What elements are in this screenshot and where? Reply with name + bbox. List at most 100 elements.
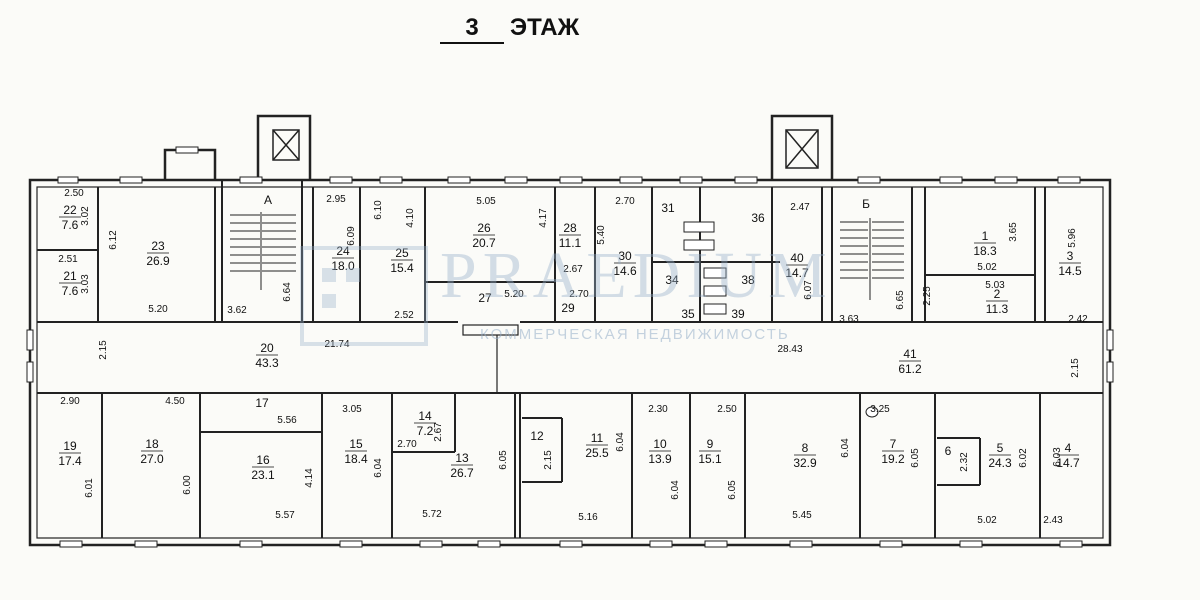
dimension-label: 2.30 <box>648 404 668 415</box>
room-6-number: 6 <box>945 444 952 458</box>
dimension-label: 6.05 <box>727 480 738 500</box>
room-20-area: 43.3 <box>255 356 279 370</box>
room-5-number: 5 <box>997 441 1004 455</box>
room-21-number: 21 <box>63 269 77 283</box>
room-30-number: 30 <box>618 249 632 263</box>
room-28-area: 11.1 <box>559 236 582 250</box>
room-18-area: 27.0 <box>140 452 164 466</box>
room-38-number: 38 <box>741 273 755 287</box>
room-27-number: 27 <box>478 291 492 305</box>
room-9-area: 15.1 <box>698 452 722 466</box>
dimension-label: 2.15 <box>1070 358 1081 378</box>
dimension-label: 2.42 <box>1068 314 1088 325</box>
dimension-label: 4.10 <box>405 208 416 228</box>
dimension-label: 2.52 <box>394 310 414 321</box>
dimension-label: 2.70 <box>615 196 635 207</box>
dimension-label: 6.03 <box>1052 447 1063 467</box>
room-41-area: 61.2 <box>898 362 922 376</box>
room-16-area: 23.1 <box>251 468 275 482</box>
dimension-label: 5.20 <box>148 304 168 315</box>
floor-number: 3 <box>440 14 504 44</box>
room-24-number: 24 <box>336 244 350 258</box>
dimension-label: 6.05 <box>498 450 509 470</box>
dimension-label: 6.10 <box>373 200 384 220</box>
room-8-number: 8 <box>802 441 809 455</box>
dimension-label: 4.17 <box>538 208 549 228</box>
room-28-number: 28 <box>563 221 577 235</box>
room-35-number: 35 <box>681 307 695 321</box>
room-14-area: 7.2 <box>417 424 434 438</box>
room-41-number: 41 <box>903 347 917 361</box>
dimension-label: 6.02 <box>1018 448 1029 468</box>
room-2-area: 11.3 <box>986 302 1009 316</box>
dimension-label: 5.96 <box>1067 228 1078 248</box>
dimension-label: 5.05 <box>476 196 496 207</box>
dimension-label: 2.15 <box>543 450 554 470</box>
dimension-label: 3.62 <box>227 305 247 316</box>
room-17-number: 17 <box>255 396 269 410</box>
dimension-label: 5.40 <box>596 225 607 245</box>
dimension-label: 6.07 <box>803 280 814 300</box>
room-19-number: 19 <box>63 439 77 453</box>
stair-a-label: А <box>264 193 272 207</box>
room-12-number: 12 <box>530 429 544 443</box>
dimension-label: 6.04 <box>670 480 681 500</box>
room-10-number: 10 <box>653 437 667 451</box>
dimension-label: 5.02 <box>977 262 997 273</box>
room-22-area: 7.6 <box>62 218 79 232</box>
dimension-label: 2.90 <box>60 396 80 407</box>
dimension-label: 5.16 <box>578 512 598 523</box>
dimension-label: 2.43 <box>1043 515 1063 526</box>
room-9-number: 9 <box>707 437 714 451</box>
room-18-number: 18 <box>145 437 159 451</box>
room-7-area: 19.2 <box>881 452 905 466</box>
dimension-label: 3.25 <box>870 404 890 415</box>
room-21-area: 7.6 <box>62 284 79 298</box>
room-34-number: 34 <box>665 273 679 287</box>
dimension-label: 6.09 <box>346 226 357 246</box>
room-40-area: 14.7 <box>785 266 809 280</box>
dimension-label: 3.63 <box>839 314 859 325</box>
dimension-label: 5.03 <box>985 280 1005 291</box>
dimension-label: 2.25 <box>922 286 933 306</box>
dimension-label: 3.02 <box>80 206 91 226</box>
room-1-area: 18.3 <box>973 244 997 258</box>
room-8-area: 32.9 <box>793 456 817 470</box>
room-29-number: 29 <box>561 301 575 315</box>
dimension-label: 3.03 <box>80 274 91 294</box>
stairs-b <box>840 218 904 300</box>
room-4-area: 14.7 <box>1056 456 1080 470</box>
dimension-label: 2.50 <box>717 404 737 415</box>
dimension-label: 2.50 <box>64 188 84 199</box>
dimension-label: 2.15 <box>98 340 109 360</box>
room-26-number: 26 <box>477 221 491 235</box>
floor-word: ЭТАЖ <box>510 14 580 41</box>
room-19-area: 17.4 <box>58 454 82 468</box>
room-40-number: 40 <box>790 251 804 265</box>
dimension-label: 28.43 <box>777 344 802 355</box>
room-7-number: 7 <box>890 437 897 451</box>
room-26-area: 20.7 <box>472 236 496 250</box>
room-13-number: 13 <box>455 451 469 465</box>
room-23-area: 26.9 <box>146 254 170 268</box>
dimension-label: 4.14 <box>304 468 315 488</box>
dimension-label: 5.20 <box>504 289 524 300</box>
dimension-label: 6.05 <box>910 448 921 468</box>
room-3-number: 3 <box>1067 249 1074 263</box>
room-labels: 118.3211.3314.5414.7524.36719.2832.9915.… <box>58 201 1082 482</box>
dimension-label: 2.67 <box>433 422 444 442</box>
elevator-shafts <box>272 129 819 169</box>
dimension-label: 6.04 <box>840 438 851 458</box>
room-36-number: 36 <box>751 211 765 225</box>
stairs-a <box>230 212 296 290</box>
room-20-number: 20 <box>260 341 274 355</box>
room-15-number: 15 <box>349 437 363 451</box>
room-39-number: 39 <box>731 307 745 321</box>
room-24-area: 18.0 <box>331 259 355 273</box>
room-25-area: 15.4 <box>390 261 414 275</box>
dimension-label: 2.32 <box>959 452 970 472</box>
dimension-label: 2.95 <box>326 194 346 205</box>
dimension-label: 6.65 <box>895 290 906 310</box>
